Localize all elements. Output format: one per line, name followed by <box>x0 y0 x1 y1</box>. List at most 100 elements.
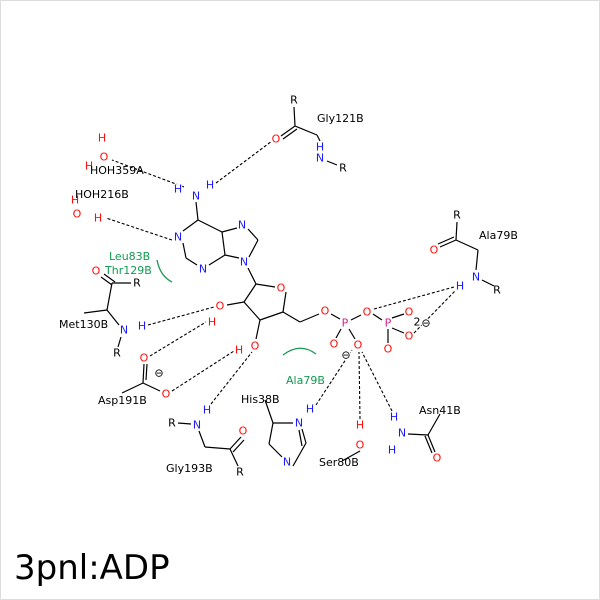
bond <box>198 430 206 448</box>
atom-background <box>320 306 330 316</box>
bond <box>326 160 338 166</box>
atom-background <box>383 344 393 354</box>
bond <box>106 309 120 326</box>
hydrogen-bond <box>149 321 207 357</box>
atom-asn41b-n: N <box>398 427 406 440</box>
atom-phosphate-beta: P <box>385 317 392 330</box>
bond <box>182 219 199 232</box>
atom-ala79b-h: H <box>456 280 464 293</box>
atom-gly193b-h: H <box>203 404 211 417</box>
bond <box>121 382 144 394</box>
residue-label-hoh216b: HOH216B <box>75 188 129 201</box>
hydrogen-bond <box>413 289 457 334</box>
bond <box>294 125 318 136</box>
atom-asp191b-o1: O <box>140 352 149 365</box>
residue-label-ser80b: Ser80B <box>319 456 359 469</box>
residue-labels: Gly121B HOH359A HOH216B Leu83B Thr129B M… <box>59 112 518 475</box>
atom-background <box>234 345 244 355</box>
bond <box>259 311 284 321</box>
bond <box>255 283 276 288</box>
atom-charge-beta-count: 2 <box>414 316 421 329</box>
bond <box>455 221 458 241</box>
bond <box>232 439 245 453</box>
atom-background <box>276 283 286 293</box>
atom-gly121b-h: H <box>316 141 324 154</box>
atom-background <box>315 153 325 163</box>
bond <box>268 422 274 445</box>
diagram-title: 3pnl:ADP <box>14 548 170 588</box>
bond <box>221 227 238 233</box>
residue-label-asn41b: Asn41B <box>419 404 461 417</box>
hydrogen-bond <box>210 351 253 405</box>
bond <box>282 291 287 313</box>
atom-o3-h: H <box>235 344 243 357</box>
atom-met130b-r2: R <box>113 347 121 360</box>
atom-background <box>191 191 201 201</box>
atom-background <box>99 152 109 162</box>
atom-background <box>471 272 481 282</box>
atom-asp191b-o2: O <box>162 388 171 401</box>
atom-hoh359a-h1: H <box>98 132 106 145</box>
atom-ala79b-r2: R <box>493 284 501 297</box>
atom-gly121b-n: N <box>316 152 324 165</box>
atom-background <box>387 445 397 455</box>
bond <box>282 128 298 140</box>
bond <box>83 309 108 314</box>
atom-background <box>289 95 299 105</box>
hydrogen-bond <box>315 349 353 406</box>
atom-background <box>112 348 122 358</box>
atom-background <box>362 307 372 317</box>
bond <box>439 239 457 248</box>
atom-background <box>341 350 351 360</box>
atom-background <box>338 163 348 173</box>
atom-background <box>167 418 177 428</box>
atom-adenine-n6: N <box>192 190 200 203</box>
bond <box>475 249 479 271</box>
atom-background <box>340 318 350 328</box>
atom-background <box>355 420 365 430</box>
bond <box>142 363 145 384</box>
atom-background <box>72 209 82 219</box>
atom-background <box>389 412 399 422</box>
bond <box>145 363 148 381</box>
atom-hoh359a-h2: H <box>85 160 93 173</box>
residue-label-met130b: Met130B <box>59 318 108 331</box>
atom-adenine-n9: N <box>240 256 248 269</box>
atom-background <box>198 264 208 274</box>
bond <box>247 228 259 241</box>
bond <box>424 435 433 454</box>
bond <box>282 311 301 323</box>
residue-label-gly193b: Gly193B <box>166 462 213 475</box>
bond <box>221 231 226 256</box>
atom-asn41b-o: O <box>433 452 442 465</box>
atom-background <box>383 318 393 328</box>
atom-charge-beta: ⊖ <box>421 317 430 330</box>
hydrogen-bond <box>105 217 173 241</box>
hydrogen-bond <box>373 286 455 310</box>
bonds <box>83 106 495 467</box>
atom-adenine-n7: N <box>238 219 246 232</box>
atom-pb-o3: O <box>384 343 393 356</box>
atom-bridge-o: O <box>363 306 372 319</box>
atom-background <box>404 331 414 341</box>
atom-ribose-o2: O <box>216 300 225 313</box>
atom-background <box>132 278 142 288</box>
atom-pa-o2: O <box>354 339 363 352</box>
hydrogen-bond <box>361 351 393 412</box>
bond <box>185 257 198 266</box>
atom-n6-h2: H <box>206 179 214 192</box>
atom-asp191b-charge: ⊖ <box>154 367 163 380</box>
atom-background <box>235 467 245 477</box>
atom-background <box>432 453 442 463</box>
bond <box>243 301 261 321</box>
bond <box>268 443 283 458</box>
bond <box>142 382 161 392</box>
atom-background <box>315 142 325 152</box>
atom-ser80b-o: O <box>356 439 365 452</box>
atom-background <box>192 420 202 430</box>
atom-his38b-nd1: N <box>283 456 291 469</box>
atom-background <box>421 318 431 328</box>
bond <box>247 267 257 285</box>
atom-background <box>173 184 183 194</box>
